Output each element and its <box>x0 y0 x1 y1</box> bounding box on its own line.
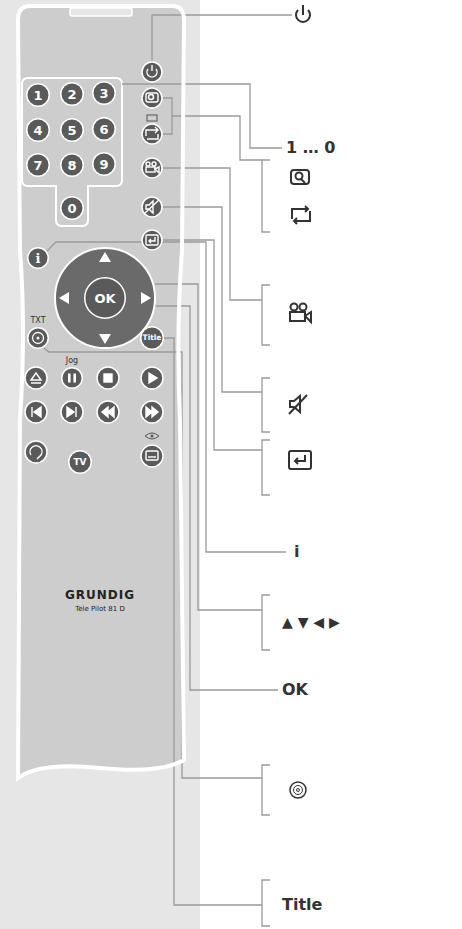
button-circle <box>93 153 116 176</box>
callout-label: i <box>294 542 299 562</box>
callout-label: Title <box>282 895 322 915</box>
callout-label: ▲ ▼ ◀ ▶ <box>282 612 340 632</box>
button-circle <box>28 328 49 349</box>
button-label: 2 <box>67 88 76 101</box>
remote-button: 8 <box>60 153 84 177</box>
side-panel <box>0 0 200 929</box>
button-circle <box>61 154 84 177</box>
button-shape <box>61 367 83 389</box>
button-circle <box>27 84 50 107</box>
button-label: 7 <box>33 159 42 172</box>
remote-button: TV <box>68 450 92 474</box>
button-label: i <box>36 252 41 265</box>
remote-button: TXT <box>27 327 49 349</box>
button-label: 4 <box>33 124 42 137</box>
remote-body-fill <box>18 6 184 778</box>
button-circle <box>61 197 84 220</box>
brand-text: Tele Pilot 81 D <box>0 605 200 613</box>
button-label: 9 <box>99 158 108 171</box>
button-label: TV <box>73 458 86 467</box>
disc-symbol <box>37 337 40 340</box>
button-label: 1 <box>33 89 42 102</box>
button-caption: Jog <box>66 357 78 366</box>
remote-button: 7 <box>26 153 50 177</box>
button-shape <box>27 327 49 349</box>
ir-window <box>70 8 132 16</box>
button-circle <box>62 368 83 389</box>
button-label: 5 <box>67 124 76 137</box>
button-circle <box>69 451 92 474</box>
disc-symbol <box>33 333 44 344</box>
button-circle <box>28 248 49 269</box>
button-circle <box>141 327 164 350</box>
numpad-outline <box>22 78 122 226</box>
brand-text: GRUNDIG <box>0 588 200 602</box>
remote-button: 6 <box>92 117 116 141</box>
remote-button: i <box>27 247 49 269</box>
callout-icons <box>289 5 311 798</box>
button-circle <box>27 154 50 177</box>
button-symbols <box>30 65 159 460</box>
button-circle <box>93 118 116 141</box>
button-circle <box>61 83 84 106</box>
remote-button: 2 <box>60 82 84 106</box>
leader-lines <box>44 15 292 926</box>
button-circle <box>61 119 84 142</box>
button-caption: TXT <box>30 317 45 326</box>
button-circle <box>27 119 50 142</box>
remote-button: Jog <box>61 367 83 389</box>
remote-body: 1 2 3 4 5 6 7 8 9 0 iOK TXT TitleJogTV GRUNDIG Tele Pi… <box>0 0 200 790</box>
remote-button: Title <box>140 326 164 350</box>
button-label: Title <box>143 334 162 342</box>
remote-button: 9 <box>92 152 116 176</box>
button-circle <box>85 278 126 319</box>
remote-button: 0 <box>60 196 84 220</box>
remote-button: 1 <box>26 83 50 107</box>
callout-label: 1 … 0 <box>286 138 335 158</box>
remote-outline-path <box>18 6 184 778</box>
button-label: 0 <box>67 202 76 215</box>
remote-button: 5 <box>60 118 84 142</box>
icon-buttons <box>25 62 163 467</box>
pause-symbol <box>73 374 76 383</box>
button-label: 3 <box>99 87 108 100</box>
button-label: OK <box>94 292 115 305</box>
remote-button: 4 <box>26 118 50 142</box>
button-label: 8 <box>67 159 76 172</box>
pause-symbol <box>68 374 71 383</box>
remote-button: OK <box>84 277 126 319</box>
button-circle <box>93 82 116 105</box>
callout-label: OK <box>282 680 308 700</box>
remote-button: 3 <box>92 81 116 105</box>
button-label: 6 <box>99 123 108 136</box>
